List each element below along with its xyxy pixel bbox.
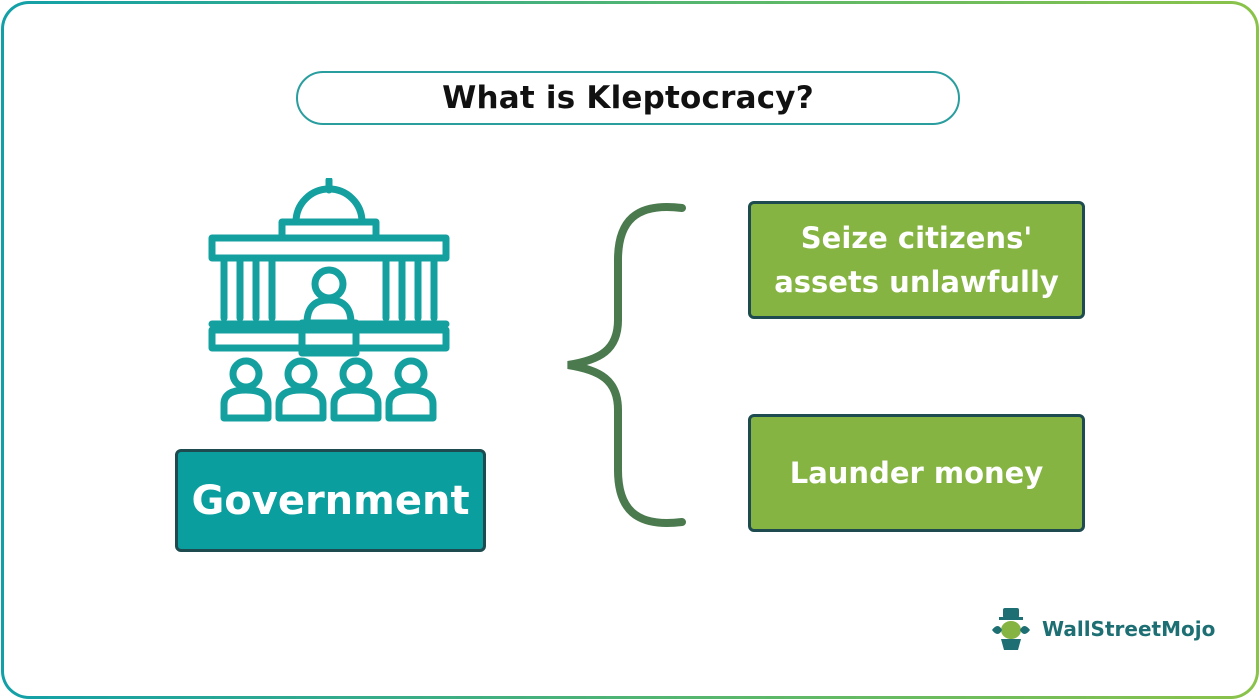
brand-name: WallStreetMojo [1042, 617, 1216, 641]
item-label-seize-assets: Seize citizens' assets unlawfully [774, 221, 1059, 299]
item-box-seize-assets: Seize citizens' assets unlawfully [748, 201, 1085, 319]
wallstreetmojo-mascot-icon [992, 608, 1030, 650]
curly-brace-connector [560, 200, 690, 530]
brand-logo: WallStreetMojo [988, 608, 1215, 650]
government-label: Government [191, 477, 470, 524]
item-box-launder-money: Launder money [748, 414, 1085, 532]
item-label-launder-money: Launder money [789, 456, 1044, 490]
government-box: Government [175, 449, 486, 552]
page-title: What is Kleptocracy? [442, 80, 814, 116]
title-pill: What is Kleptocracy? [296, 71, 960, 125]
government-building-icon [204, 176, 454, 428]
